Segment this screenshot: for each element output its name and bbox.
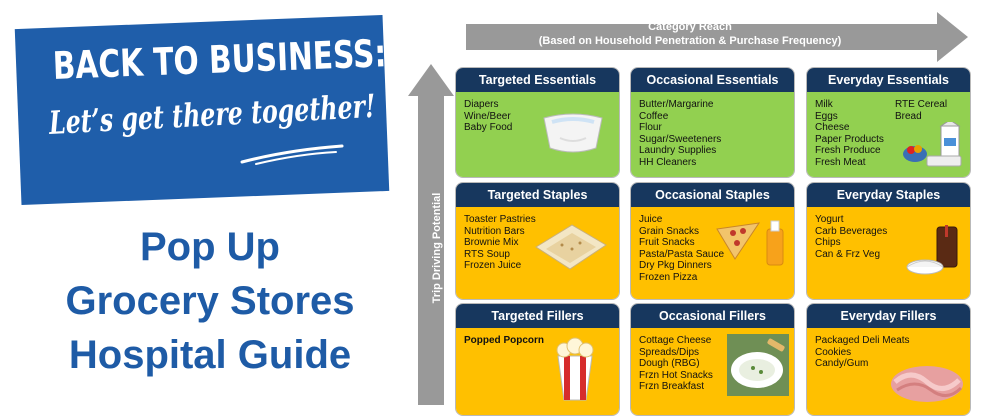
- list-item: Chips: [815, 237, 841, 248]
- card-title: Everyday Essentials: [807, 68, 970, 92]
- category-reach-label: Category Reach (Based on Household Penet…: [538, 21, 842, 47]
- headline-line-2: Grocery Stores: [65, 279, 355, 323]
- card-title: Targeted Essentials: [456, 68, 619, 92]
- list-item: Frzn Hot Snacks: [639, 369, 713, 381]
- card-title: Occasional Essentials: [631, 68, 794, 92]
- card-title: Everyday Staples: [807, 183, 970, 207]
- list-item: Popped Popcorn: [464, 335, 544, 346]
- card-title: Targeted Fillers: [456, 304, 619, 328]
- pizza-juice-icon: [716, 220, 784, 266]
- list-item: Cottage Cheese: [639, 335, 712, 346]
- card-targeted-essentials: Targeted Essentials Diapers Wine/Beer Ba…: [455, 67, 620, 178]
- list-item: Laundry Supplies: [639, 145, 717, 156]
- list-item: Milk: [815, 99, 833, 110]
- list-item: RTS Soup: [464, 248, 510, 260]
- list-item: Wine/Beer: [464, 110, 511, 122]
- popcorn-icon: [556, 337, 594, 401]
- diaper-icon: [543, 113, 603, 153]
- list-item: Flour: [639, 122, 662, 133]
- list-item: Toaster Pastries: [464, 214, 536, 225]
- card-everyday-essentials: Everyday Essentials Milk Eggs Cheese Pap…: [806, 67, 971, 178]
- card-targeted-staples: Targeted Staples Toaster Pastries Nutrit…: [455, 182, 620, 300]
- list-item: Brownie Mix: [464, 237, 519, 248]
- milk-eggs-icon: [903, 122, 962, 167]
- list-item: Coffee: [639, 110, 669, 122]
- yogurt-soda-icon: [906, 225, 958, 275]
- card-targeted-fillers: Targeted Fillers Popped Popcorn: [455, 303, 620, 416]
- list-item: Bread: [895, 110, 922, 122]
- card-title: Targeted Staples: [456, 183, 619, 207]
- list-item: Frozen Juice: [464, 260, 522, 271]
- headline-line-1: Pop Up: [140, 225, 280, 269]
- dip-icon: [727, 334, 789, 396]
- list-item: Baby Food: [464, 122, 513, 133]
- list-item: Diapers: [464, 99, 499, 110]
- list-item: Fruit Snacks: [639, 237, 695, 248]
- trip-driving-label: Trip Driving Potential: [431, 192, 443, 304]
- list-item: Dough (RBG): [639, 358, 700, 369]
- list-item: Frzn Breakfast: [639, 381, 705, 392]
- card-occasional-fillers: Occasional Fillers Cottage Cheese Spread…: [630, 303, 795, 416]
- list-item: Fresh Produce: [815, 145, 881, 156]
- list-item: Nutrition Bars: [464, 225, 525, 237]
- list-item: Fresh Meat: [815, 156, 866, 168]
- list-item: Grain Snacks: [639, 225, 700, 237]
- list-item: Cheese: [815, 122, 850, 133]
- list-item: Juice: [639, 214, 663, 225]
- toaster-pastry-icon: [535, 224, 607, 270]
- list-item: Paper Products: [815, 133, 884, 145]
- list-item: Cookies: [815, 346, 852, 358]
- headline-line-3: Hospital Guide: [68, 333, 352, 377]
- list-item: Butter/Margarine: [639, 99, 714, 110]
- list-item: HH Cleaners: [639, 156, 697, 168]
- deli-meat-icon: [891, 366, 963, 402]
- card-title: Occasional Fillers: [631, 304, 794, 328]
- list-item: Eggs: [815, 110, 838, 122]
- trip-driving-arrow: [408, 64, 454, 405]
- list-item: Spreads/Dips: [639, 346, 700, 358]
- card-occasional-staples: Occasional Staples Juice Grain Snacks Fr…: [630, 182, 795, 300]
- card-occasional-essentials: Occasional Essentials Butter/Margarine C…: [630, 67, 795, 178]
- card-everyday-staples: Everyday Staples Yogurt Carb Beverages C…: [806, 182, 971, 300]
- list-item: Frozen Pizza: [639, 271, 698, 283]
- swoosh-underline-icon: [240, 144, 344, 165]
- list-item: Sugar/Sweeteners: [639, 133, 722, 145]
- list-item: Candy/Gum: [815, 358, 869, 369]
- card-title: Occasional Staples: [631, 183, 794, 207]
- card-everyday-fillers: Everyday Fillers Packaged Deli Meats Coo…: [806, 303, 971, 416]
- list-item: Dry Pkg Dinners: [639, 260, 712, 271]
- list-item: Yogurt: [815, 214, 844, 225]
- list-item: RTE Cereal: [895, 99, 948, 110]
- category-reach-arrow: [466, 12, 968, 62]
- list-item: Packaged Deli Meats: [815, 335, 910, 346]
- card-title: Everyday Fillers: [807, 304, 970, 328]
- list-item: Pasta/Pasta Sauce: [639, 248, 725, 260]
- list-item: Carb Beverages: [815, 225, 888, 237]
- list-item: Can & Frz Veg: [815, 248, 881, 260]
